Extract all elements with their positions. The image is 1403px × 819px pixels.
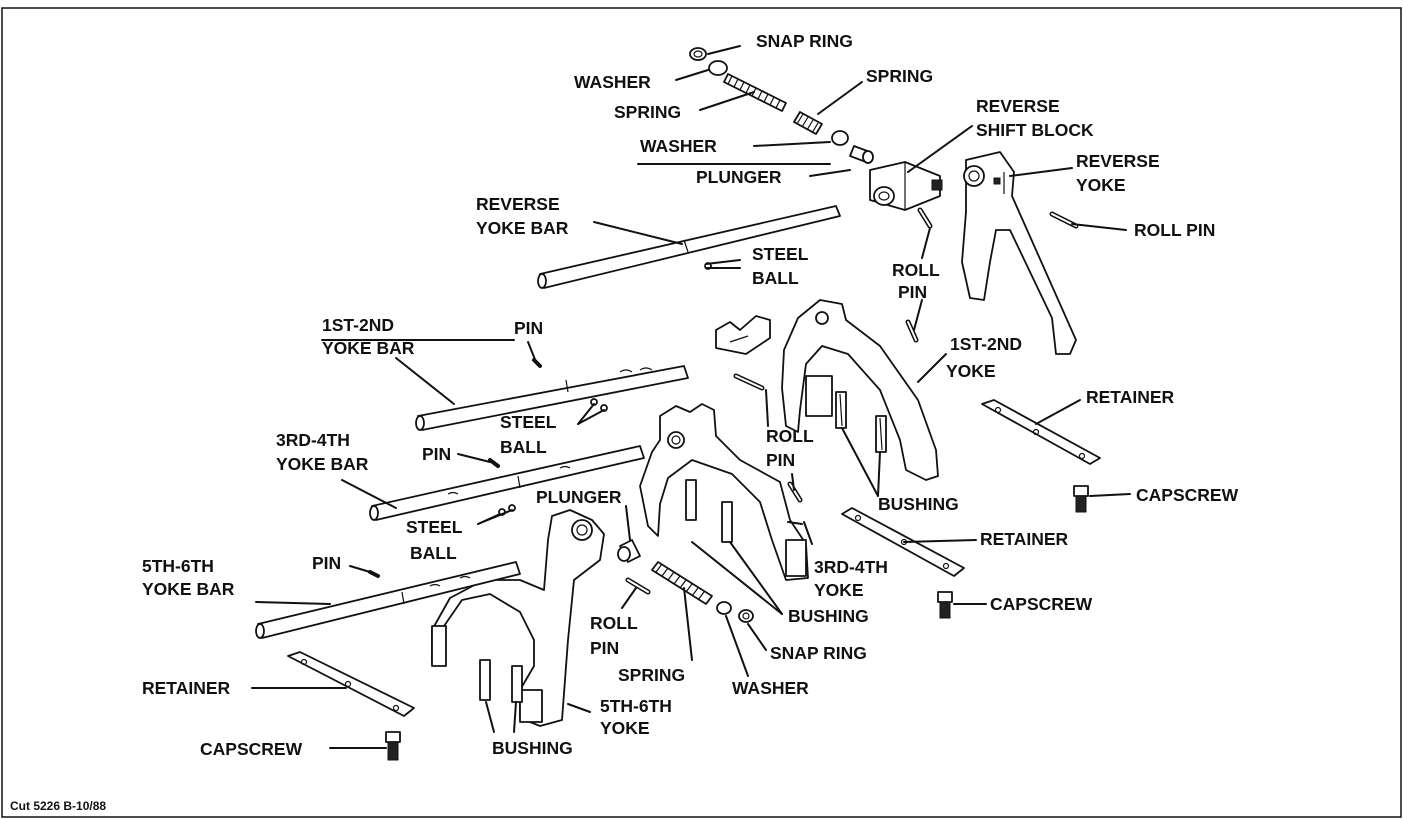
- label-bushing-right: BUSHING: [878, 494, 959, 514]
- label-reverse-yoke-1: REVERSE: [1076, 151, 1160, 171]
- capscrew-right-part: [1073, 485, 1089, 513]
- label-yoke-56-1: 5TH-6TH: [600, 696, 672, 716]
- yoke-34-part: [639, 403, 809, 581]
- label-steel-ball-3b: BALL: [410, 543, 457, 563]
- label-pin-12: PIN: [514, 318, 543, 338]
- label-retainer-mid: RETAINER: [980, 529, 1069, 549]
- snap-ring-top-part: [689, 47, 707, 61]
- label-capscrew-mid: CAPSCREW: [990, 594, 1093, 614]
- yoke-12-part: [781, 299, 939, 481]
- label-steel-ball-3a: STEEL: [406, 517, 463, 537]
- yoke-bar-34-part: [369, 445, 645, 521]
- label-spring-bottom: SPRING: [618, 665, 685, 685]
- label-capscrew-left: CAPSCREW: [200, 739, 303, 759]
- label-capscrew-right: CAPSCREW: [1136, 485, 1239, 505]
- pin-34-part: [488, 458, 500, 468]
- capscrew-left-part: [385, 731, 401, 761]
- yoke-bar-12-part: [415, 365, 689, 431]
- label-bushing-left: BUSHING: [492, 738, 573, 758]
- bushing-56-part: [479, 659, 523, 703]
- retainer-left-part: [287, 651, 415, 717]
- label-reverse-yoke-bar-2: YOKE BAR: [476, 218, 569, 238]
- spring-bottom-part: [651, 561, 713, 605]
- label-yoke-bar-56-1: 5TH-6TH: [142, 556, 214, 576]
- retainer-right-part: [981, 399, 1101, 465]
- spring-short-part: [793, 111, 823, 135]
- label-roll-pin-bottom-1: ROLL: [590, 613, 638, 633]
- label-reverse-yoke-bar-1: REVERSE: [476, 194, 560, 214]
- reverse-yoke-part: [961, 151, 1077, 355]
- label-washer-top: WASHER: [574, 72, 651, 92]
- label-reverse-yoke-2: YOKE: [1076, 175, 1126, 195]
- capscrew-mid-part: [937, 591, 953, 619]
- label-yoke-12-1: 1ST-2ND: [950, 334, 1022, 354]
- washer-bottom-part: [716, 601, 732, 615]
- label-pin-34: PIN: [422, 444, 451, 464]
- label-retainer-left: RETAINER: [142, 678, 231, 698]
- label-steel-ball-1a: STEEL: [752, 244, 809, 264]
- snap-ring-bottom-part: [738, 609, 754, 623]
- label-yoke-bar-34-1: 3RD-4TH: [276, 430, 350, 450]
- bushing-12-part: [835, 391, 887, 453]
- label-snap-ring-bottom: SNAP RING: [770, 643, 867, 663]
- label-bushing-mid: BUSHING: [788, 606, 869, 626]
- label-retainer-right: RETAINER: [1086, 387, 1175, 407]
- label-steel-ball-2b: BALL: [500, 437, 547, 457]
- label-yoke-34-1: 3RD-4TH: [814, 557, 888, 577]
- label-reverse-shift-block-2: SHIFT BLOCK: [976, 120, 1094, 140]
- yoke-bar-56-part: [255, 561, 521, 639]
- label-yoke-12-2: YOKE: [946, 361, 996, 381]
- shift-block-12-part: [715, 315, 771, 355]
- label-washer-mid: WASHER: [640, 136, 717, 156]
- label-spring-top-left: SPRING: [614, 102, 681, 122]
- cut-number: Cut 5226 B-10/88: [10, 799, 106, 813]
- label-yoke-bar-12-1: 1ST-2ND: [322, 315, 394, 335]
- label-yoke-56-2: YOKE: [600, 718, 650, 738]
- label-pin-56: PIN: [312, 553, 341, 573]
- pin-56-part: [368, 570, 380, 578]
- label-reverse-shift-block-1: REVERSE: [976, 96, 1060, 116]
- spring-top-part: [723, 73, 787, 112]
- label-spring-top-right: SPRING: [866, 66, 933, 86]
- label-snap-ring-top: SNAP RING: [756, 31, 853, 51]
- yoke-56-part: [431, 509, 605, 727]
- label-steel-ball-2a: STEEL: [500, 412, 557, 432]
- label-yoke-bar-56-2: YOKE BAR: [142, 579, 235, 599]
- label-yoke-bar-12-2: YOKE BAR: [322, 338, 415, 358]
- plunger-top-part: [849, 145, 874, 164]
- diagram-border: [1, 7, 1402, 818]
- bushing-34-part: [685, 479, 733, 543]
- label-yoke-bar-34-2: YOKE BAR: [276, 454, 369, 474]
- leader-lines: [251, 45, 1131, 749]
- label-washer-bottom: WASHER: [732, 678, 809, 698]
- label-roll-pin-mid-2: PIN: [898, 282, 927, 302]
- label-yoke-34-2: YOKE: [814, 580, 864, 600]
- washer-mid-part: [831, 130, 849, 146]
- label-plunger-top: PLUNGER: [696, 167, 782, 187]
- label-roll-pin-right: ROLL PIN: [1134, 220, 1215, 240]
- label-roll-pin-mid-1: ROLL: [892, 260, 940, 280]
- label-roll-pin-bottom-2: PIN: [590, 638, 619, 658]
- reverse-shift-block-part: [869, 161, 943, 211]
- label-roll-pin-center-1: ROLL: [766, 426, 814, 446]
- label-plunger-bottom: PLUNGER: [536, 487, 622, 507]
- label-roll-pin-center-2: PIN: [766, 450, 795, 470]
- reverse-yoke-bar-part: [537, 205, 841, 289]
- label-steel-ball-1b: BALL: [752, 268, 799, 288]
- washer-top-part: [708, 60, 728, 76]
- plunger-bottom-part: [617, 539, 641, 563]
